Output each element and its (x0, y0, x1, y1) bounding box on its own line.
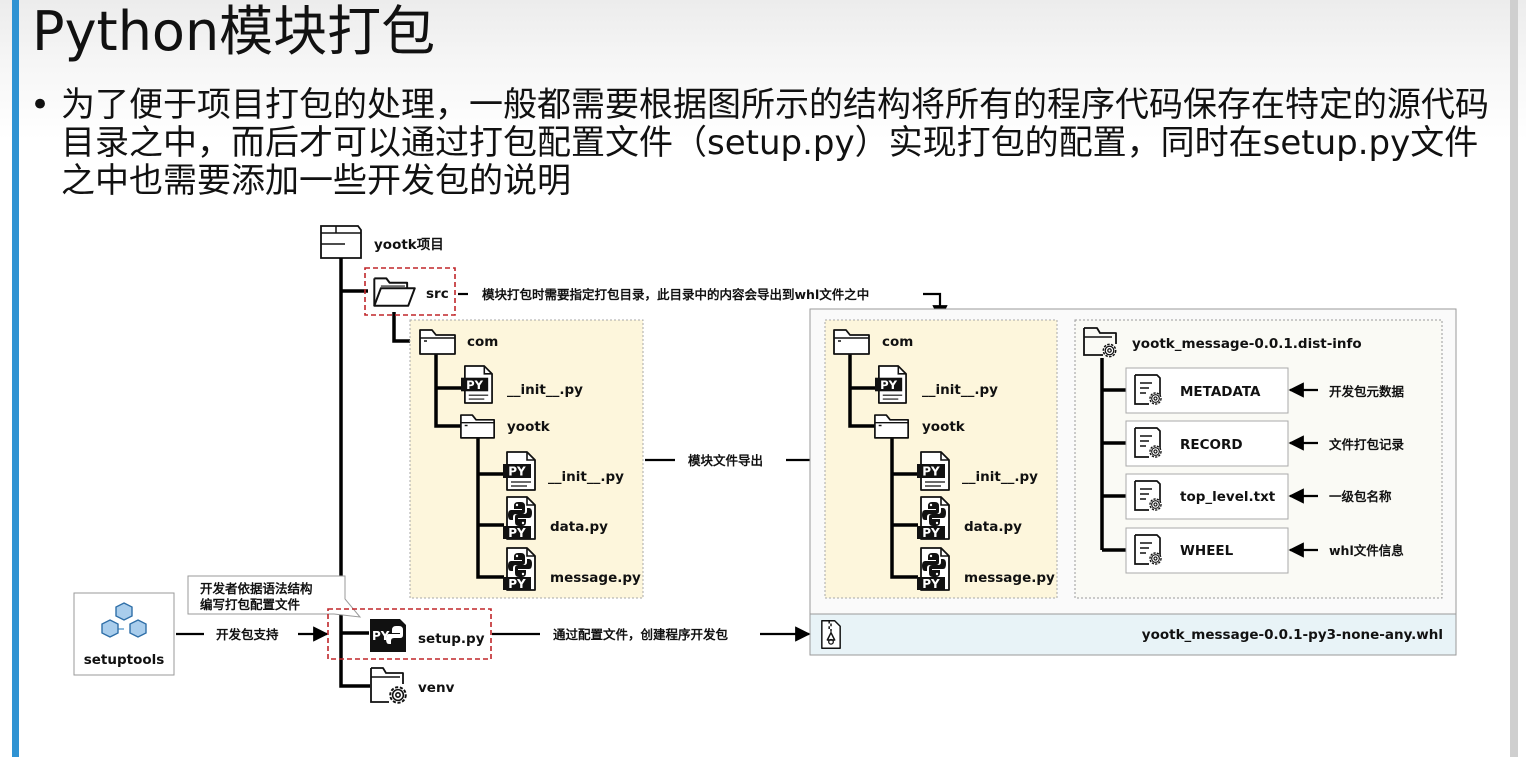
left-message-label: message.py (550, 570, 641, 586)
top-level-note: 一级包名称 (1329, 489, 1392, 504)
right-com-label: com (882, 334, 913, 350)
dist-file-top-level: top_level.txt 一级包名称 (1102, 473, 1392, 520)
python-file-icon (503, 547, 536, 591)
bullet-text: 为了便于项目打包的处理，一般都需要根据图所示的结构将所有的程序代码保存在特定的源… (61, 85, 1489, 201)
py-file-icon (503, 451, 536, 491)
wheel-label: WHEEL (1180, 543, 1234, 559)
callout-bubble: 开发者依据语法结构 编写打包配置文件 (187, 575, 362, 618)
right-yootk-label: yootk (922, 419, 966, 435)
callout-line-1: 开发者依据语法结构 (200, 581, 313, 596)
dist-info-label: yootk_message-0.0.1.dist-info (1132, 336, 1362, 352)
right-box-connectors (848, 352, 918, 579)
python-file-icon (503, 496, 536, 540)
setuptools-icon (101, 602, 147, 638)
src-note: 模块打包时需要指定打包目录，此目录中的内容会导出到whl文件之中 (482, 287, 869, 302)
archive-file-icon (821, 619, 841, 650)
venv-folder-icon (370, 667, 407, 704)
setup-file-icon: PY (370, 619, 406, 652)
dist-file-metadata: METADATA 开发包元数据 (1102, 367, 1405, 414)
left-box-connectors (434, 352, 504, 579)
venv-label: venv (418, 680, 455, 696)
project-label: yootk项目 (374, 237, 444, 253)
src-folder-icon (373, 277, 416, 307)
support-label: 开发包支持 (216, 627, 279, 642)
setup-highlight (327, 608, 492, 660)
py-file-icon (875, 365, 907, 404)
left-com-label: com (467, 334, 498, 350)
src-label: src (426, 286, 449, 302)
whl-file-label: yootk_message-0.0.1-py3-none-any.whl (1142, 627, 1443, 643)
python-file-icon (917, 547, 950, 591)
right-init1-label: __init__.py (922, 382, 998, 398)
folder-gear-icon (1083, 327, 1117, 358)
left-data-label: data.py (550, 519, 608, 535)
left-init1-label: __init__.py (507, 382, 583, 398)
right-init2-label: __init__.py (962, 469, 1038, 485)
dist-file-record: RECORD 文件打包记录 (1102, 420, 1405, 467)
bullet-marker: • (30, 85, 51, 125)
project-folder-icon (320, 225, 362, 259)
dist-file-wheel: WHEEL whl文件信息 (1102, 527, 1404, 574)
wheel-note: whl文件信息 (1329, 543, 1404, 558)
setuptools-label: setuptools (84, 652, 165, 668)
right-message-label: message.py (964, 570, 1055, 586)
slide-title: Python模块打包 (32, 0, 436, 63)
src-highlight (364, 267, 456, 316)
py-file-icon (461, 365, 493, 404)
py-file-icon (917, 451, 950, 491)
svg-text:PY: PY (372, 629, 390, 643)
metadata-label: METADATA (1180, 384, 1261, 400)
right-scrollbar[interactable] (1510, 0, 1518, 757)
build-label: 通过配置文件，创建程序开发包 (553, 627, 729, 642)
left-init2-label: __init__.py (548, 469, 624, 485)
right-data-label: data.py (964, 519, 1022, 535)
record-label: RECORD (1180, 437, 1243, 453)
record-note: 文件打包记录 (1329, 437, 1405, 452)
callout-line-2: 编写打包配置文件 (200, 597, 301, 612)
python-file-icon (917, 496, 950, 540)
metadata-note: 开发包元数据 (1329, 384, 1405, 399)
export-label: 模块文件导出 (688, 453, 763, 468)
left-yootk-label: yootk (507, 419, 551, 435)
top-level-label: top_level.txt (1180, 489, 1276, 505)
setup-label: setup.py (418, 631, 485, 647)
whl-file-bar (809, 613, 1457, 656)
left-accent-bar (12, 0, 19, 757)
